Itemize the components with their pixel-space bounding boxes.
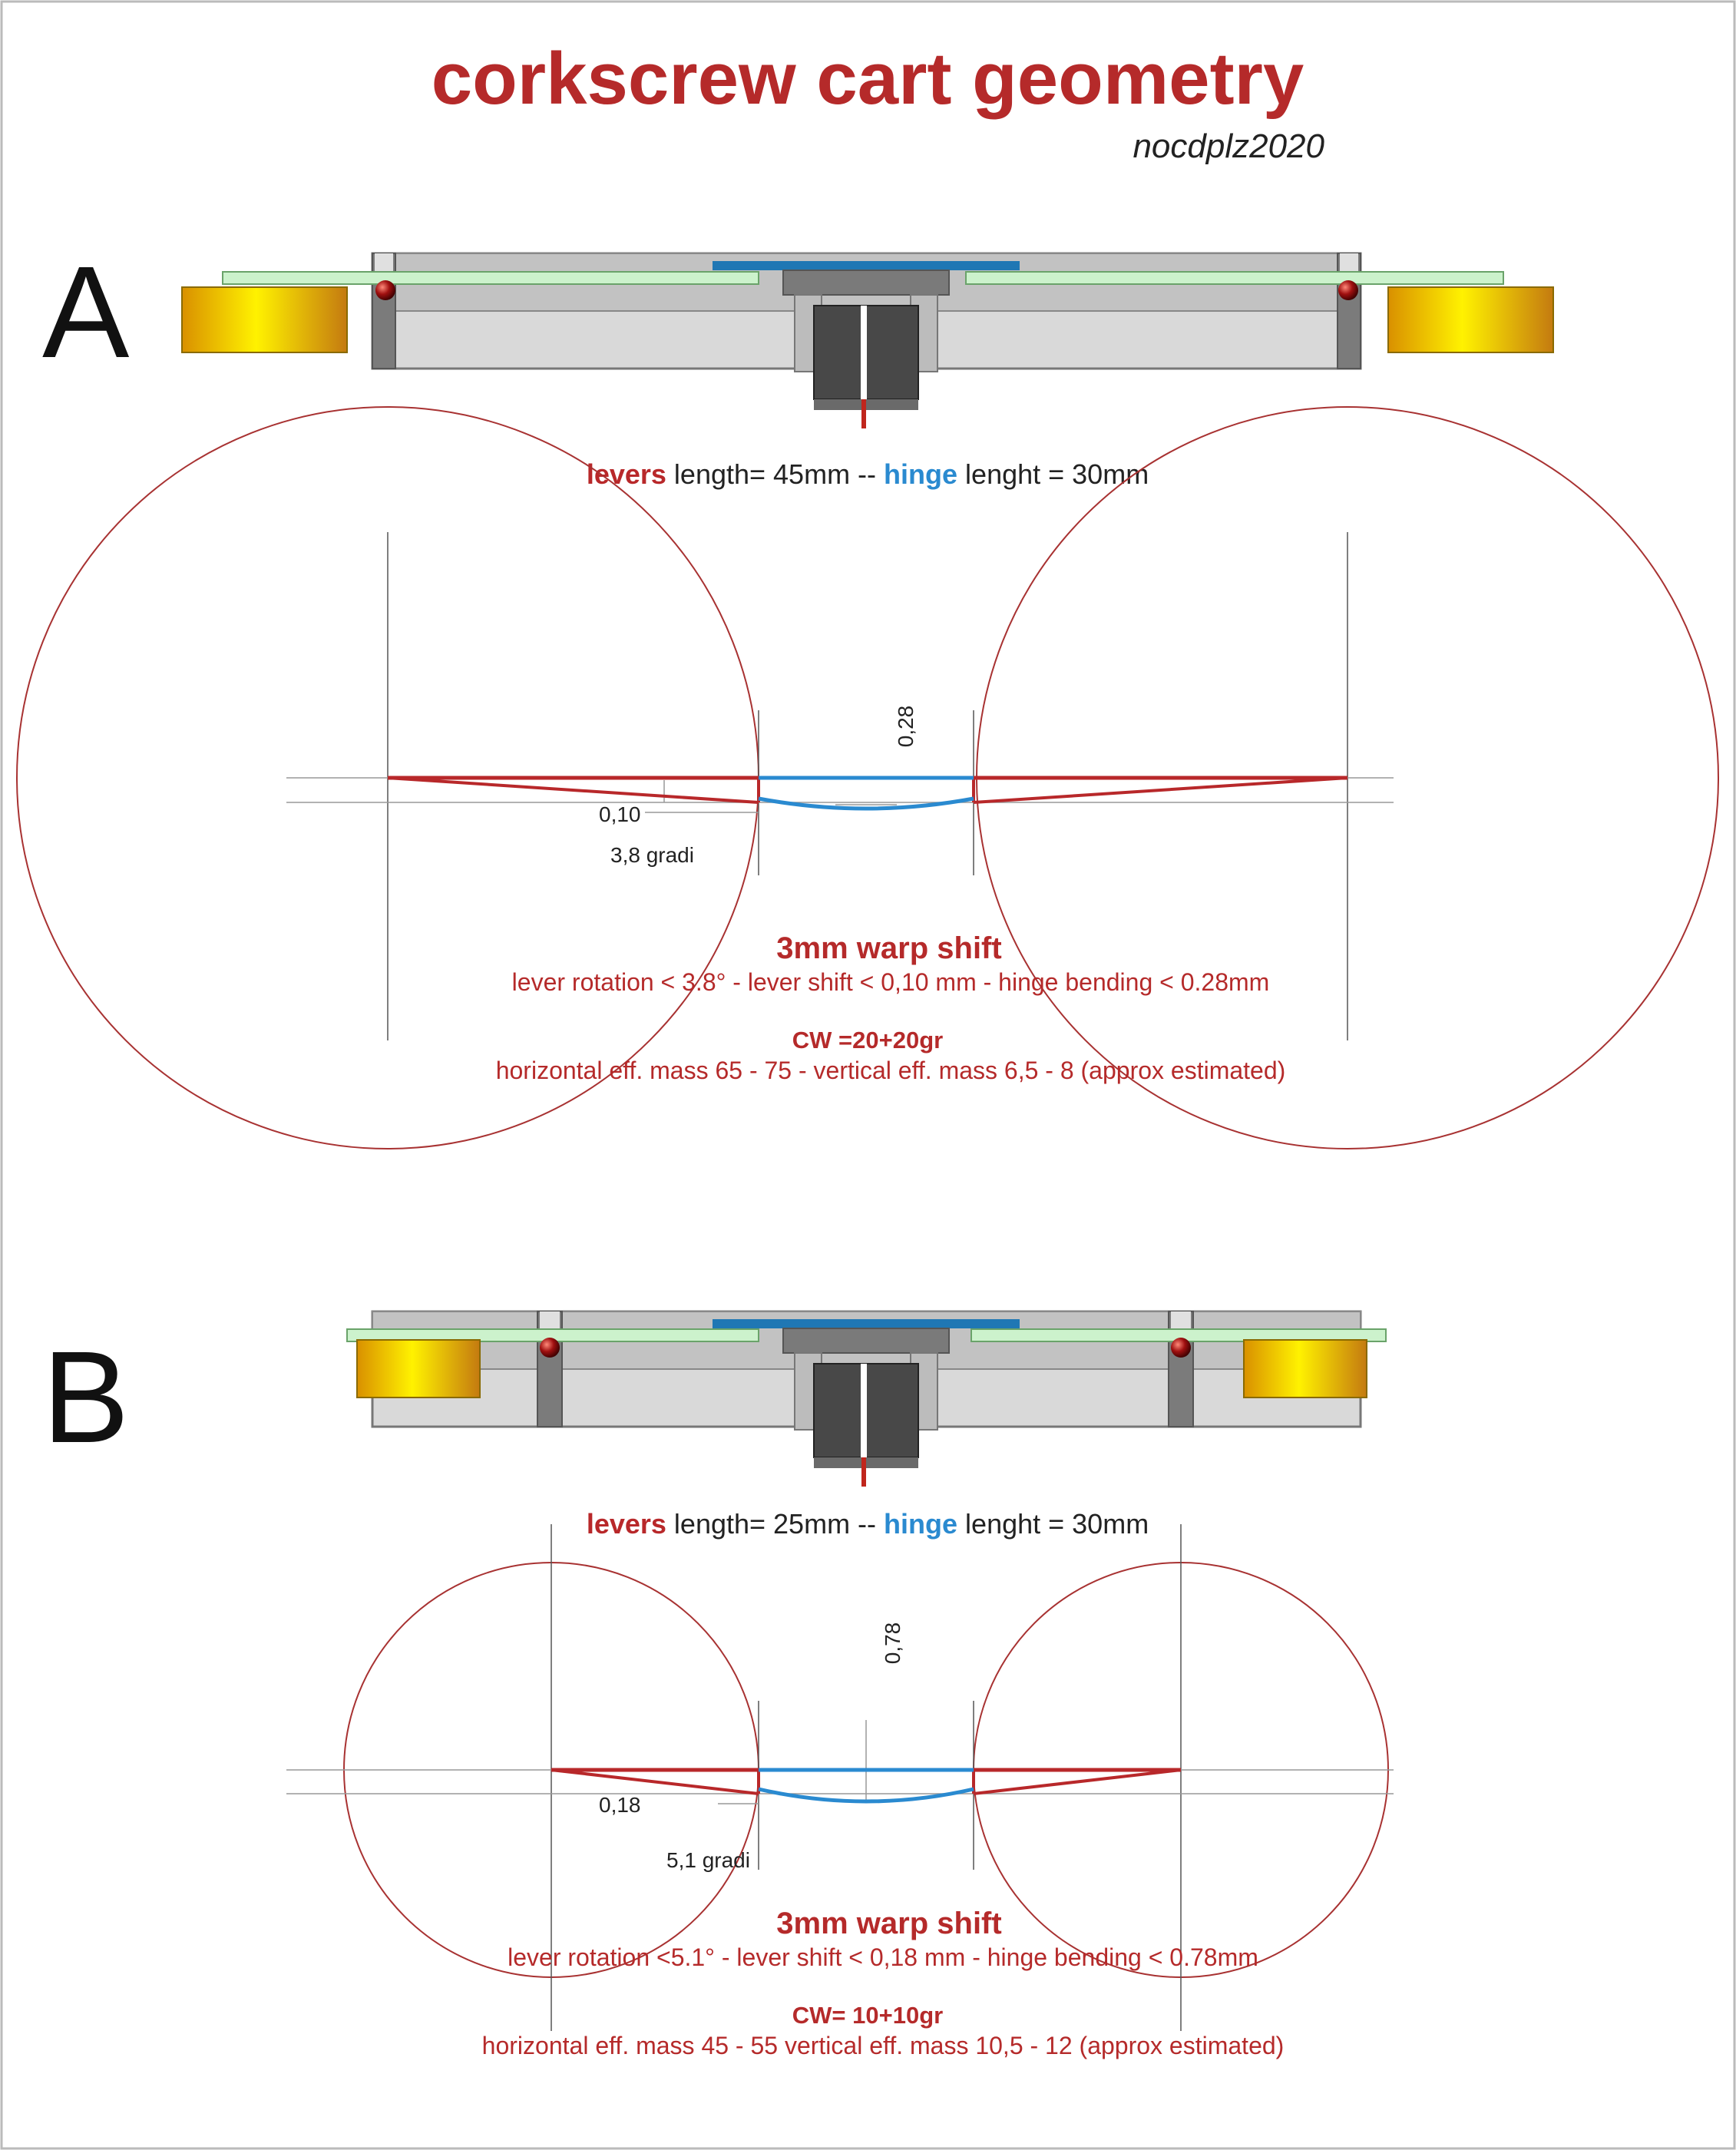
geometry-a — [16, 406, 1719, 1149]
lever-right-a — [965, 271, 1504, 285]
cw-title-a: CW =20+20gr — [792, 1027, 943, 1054]
author-credit: nocdplz2020 — [1133, 127, 1324, 165]
hinge-plate-a — [713, 261, 1020, 270]
lever-rotated-left-b — [551, 1768, 759, 1795]
section-b: B levers length= 25mm -- hinge len — [42, 1310, 1394, 2059]
cw-title-b: CW= 10+10gr — [792, 2002, 943, 2029]
geometry-b — [286, 1524, 1394, 2031]
spec-line-b: levers length= 25mm -- hinge lenght = 30… — [587, 1508, 1149, 1540]
spec-line-a: levers length= 45mm -- hinge lenght = 30… — [587, 458, 1149, 490]
pivot-ball-left-a — [375, 280, 395, 300]
counterweight-left-b — [356, 1339, 481, 1398]
dimension-angle-b: 5,1 gradi — [666, 1848, 750, 1872]
dimension-shift-b: 0,18 — [599, 1793, 641, 1817]
pivot-ball-right-b — [1171, 1338, 1191, 1358]
warp-title-b: 3mm warp shift — [776, 1907, 1001, 1940]
stylus-a — [861, 399, 866, 428]
warp-line-a: lever rotation < 3.8° - lever shift < 0,… — [512, 968, 1270, 996]
hinge-bent-a — [758, 796, 974, 811]
cartridge-drawing-a — [181, 252, 1554, 428]
section-letter-b: B — [42, 1325, 129, 1470]
warp-title-a: 3mm warp shift — [776, 931, 1001, 965]
dimension-angle-a: 3,8 gradi — [610, 843, 694, 867]
lever-left-a — [222, 271, 759, 285]
section-letter-a: A — [42, 240, 130, 385]
hinge-plate-b — [713, 1319, 1020, 1328]
warp-line-b: lever rotation <5.1° - lever shift < 0,1… — [508, 1943, 1258, 1971]
counterweight-left-a — [181, 286, 348, 353]
lever-rotated-right-b — [973, 1768, 1182, 1795]
lever-rotated-left-a — [387, 776, 759, 804]
stylus-b — [861, 1457, 866, 1487]
pivot-ball-right-a — [1338, 280, 1358, 300]
pivot-ball-left-b — [540, 1338, 560, 1358]
dimension-bend-b: 0,78 — [881, 1622, 904, 1665]
page-title: corkscrew cart geometry — [432, 38, 1304, 120]
mass-line-b: horizontal eff. mass 45 - 55 vertical ef… — [482, 2032, 1285, 2059]
dimension-shift-a: 0,10 — [599, 802, 641, 826]
mass-line-a: horizontal eff. mass 65 - 75 - vertical … — [496, 1057, 1286, 1084]
section-a: A levers length= 45mm -- hinge len — [16, 240, 1719, 1149]
lever-rotated-right-a — [973, 776, 1348, 804]
hinge-bent-b — [758, 1787, 974, 1804]
counterweight-right-a — [1387, 286, 1554, 353]
cartridge-drawing-b — [346, 1310, 1387, 1487]
dimension-bend-a: 0,28 — [894, 706, 918, 748]
counterweight-right-b — [1243, 1339, 1367, 1398]
